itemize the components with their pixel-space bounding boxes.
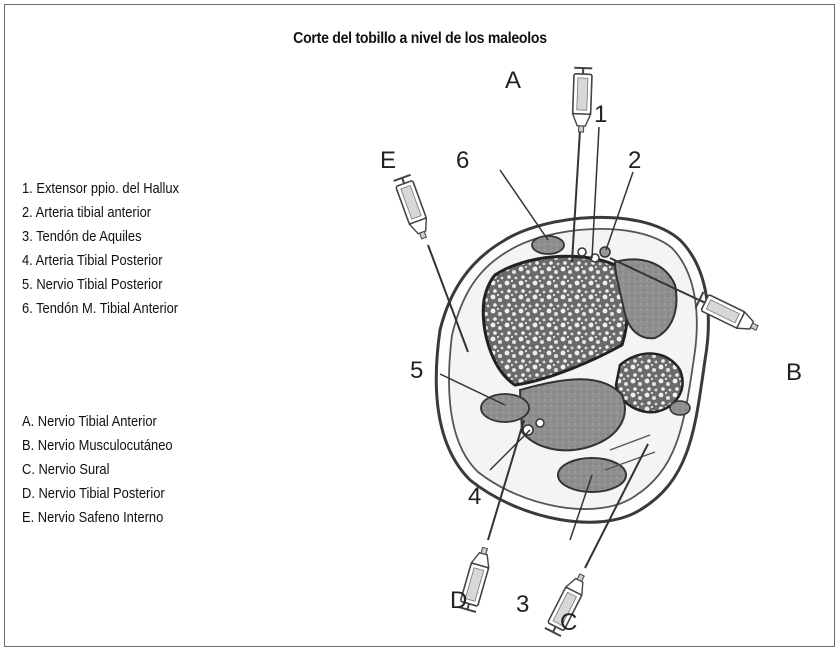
label-6: 6 bbox=[456, 147, 469, 174]
label-e: E bbox=[380, 147, 396, 174]
label-d: D bbox=[450, 587, 467, 614]
label-1: 1 bbox=[594, 101, 607, 128]
label-4: 4 bbox=[468, 483, 481, 510]
label-3: 3 bbox=[516, 591, 529, 618]
label-2: 2 bbox=[628, 147, 641, 174]
label-a: A bbox=[505, 67, 521, 94]
label-b: B bbox=[786, 359, 802, 386]
ankle-cross-section bbox=[436, 217, 708, 522]
label-5: 5 bbox=[410, 357, 423, 384]
label-c: C bbox=[560, 609, 577, 636]
